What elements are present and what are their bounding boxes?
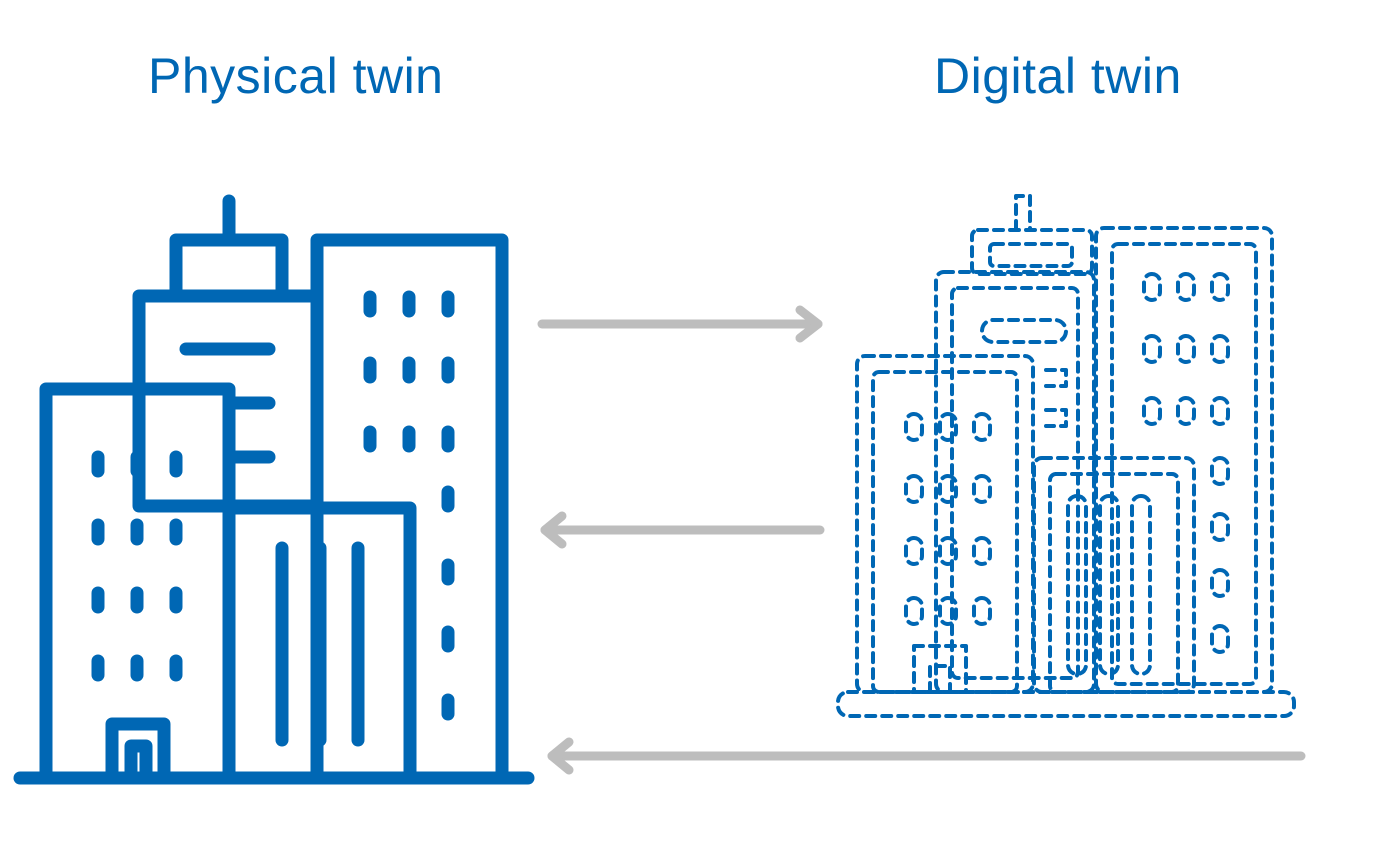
digital-window [1142, 272, 1162, 302]
digital-window [1210, 456, 1230, 486]
digital-window [1210, 334, 1230, 364]
digital-to-physical-arrow [540, 511, 825, 549]
digital-window [1210, 512, 1230, 542]
physical-twin-title: Physical twin [148, 48, 444, 104]
arrows [537, 305, 1306, 775]
digital-window [904, 536, 924, 566]
digital-window [1176, 272, 1196, 302]
digital-window [904, 596, 924, 626]
digital-left-building [855, 354, 1035, 694]
digital-window [1142, 396, 1162, 426]
digital-window [1142, 334, 1162, 364]
door [105, 717, 171, 785]
digital-window [972, 474, 992, 504]
physical-to-digital-arrow [537, 305, 823, 343]
digital-window [1176, 334, 1196, 364]
digital-window [938, 596, 958, 626]
digital-window [1210, 396, 1230, 426]
digital-window [904, 474, 924, 504]
digital-window [1210, 272, 1230, 302]
digital-twin-title: Digital twin [934, 48, 1182, 104]
feedback-arrow [547, 737, 1306, 775]
digital-window [972, 536, 992, 566]
digital-ground [836, 690, 1296, 718]
digital-door [912, 644, 968, 694]
digital-window [972, 412, 992, 442]
dashed-city-buildings-icon [836, 194, 1296, 718]
tower-top [169, 233, 289, 303]
digital-window [938, 474, 958, 504]
digital-window [1210, 624, 1230, 654]
city-buildings-icon [13, 194, 535, 785]
digital-column [1066, 494, 1088, 676]
digital-window [938, 412, 958, 442]
digital-column [1098, 494, 1120, 676]
digital-window [1176, 396, 1196, 426]
digital-column [1130, 494, 1152, 676]
digital-window [938, 536, 958, 566]
digital-window [904, 412, 924, 442]
digital-window [972, 596, 992, 626]
digital-window [1210, 568, 1230, 598]
